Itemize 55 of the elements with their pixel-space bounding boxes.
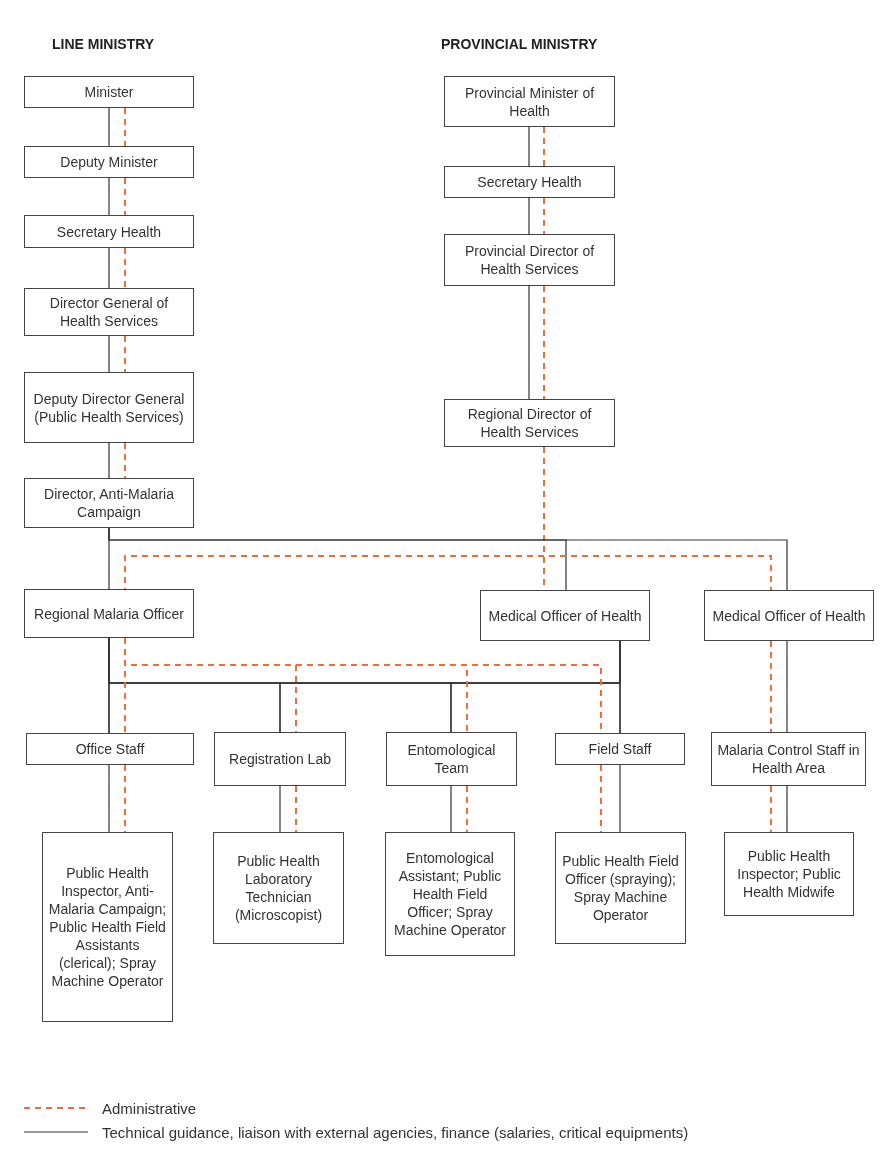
dashed-connector bbox=[124, 107, 126, 147]
dashed-connector bbox=[466, 785, 468, 833]
connector-line bbox=[108, 335, 110, 373]
connector-line bbox=[528, 126, 530, 167]
connector-line bbox=[108, 527, 788, 591]
connector-line bbox=[786, 785, 788, 833]
legend-text: Administrative bbox=[102, 1099, 197, 1119]
column-heading: PROVINCIAL MINISTRY bbox=[441, 35, 598, 54]
connector-line bbox=[528, 285, 530, 400]
position-box: Entomological Team bbox=[386, 732, 517, 786]
position-box: Malaria Control Staff in Health Area bbox=[711, 732, 866, 786]
position-box: Secretary Health bbox=[444, 166, 615, 198]
dashed-connector bbox=[295, 785, 297, 833]
position-box: Public Health Inspector; Public Health Midwife bbox=[724, 832, 854, 916]
position-box: Public Health Inspector, Anti-Malaria Campaign; Public Health Field Assistants (clerical); Spray Machine Operator bbox=[42, 832, 173, 1022]
dashed-connector bbox=[124, 442, 126, 479]
connector-line bbox=[279, 785, 281, 833]
position-box: Director, Anti-Malaria Campaign bbox=[24, 478, 194, 528]
connector-line bbox=[619, 764, 621, 833]
column-heading: LINE MINISTRY bbox=[52, 35, 155, 54]
position-box: Regional Malaria Officer bbox=[24, 589, 194, 638]
position-box: Provincial Director of Health Services bbox=[444, 234, 615, 286]
connector-line bbox=[108, 247, 110, 289]
connector-line bbox=[450, 785, 452, 833]
position-box: Regional Director of Health Services bbox=[444, 399, 615, 447]
position-box: Deputy Minister bbox=[24, 146, 194, 178]
position-box: Provincial Minister of Health bbox=[444, 76, 615, 127]
connector-line bbox=[619, 640, 621, 734]
connector-line bbox=[528, 197, 530, 235]
position-box: Field Staff bbox=[555, 733, 685, 765]
position-box: Office Staff bbox=[26, 733, 194, 765]
position-box: Entomological Assistant; Public Health Field Officer; Spray Machine Operator bbox=[385, 832, 515, 956]
dashed-connector bbox=[543, 126, 545, 167]
dashed-connector bbox=[770, 785, 772, 833]
legend-text: Technical guidance, liaison with external agencies, finance (salaries, critical equipments) bbox=[102, 1123, 689, 1143]
position-box: Director General of Health Services bbox=[24, 288, 194, 336]
connector-line bbox=[108, 177, 110, 216]
connector-line bbox=[108, 764, 110, 833]
position-box: Deputy Director General (Public Health Services) bbox=[24, 372, 194, 443]
position-box: Medical Officer of Health bbox=[704, 590, 874, 641]
connector-line bbox=[786, 640, 788, 733]
position-box: Secretary Health bbox=[24, 215, 194, 248]
position-box: Registration Lab bbox=[214, 732, 346, 786]
connector-line bbox=[108, 442, 110, 479]
dashed-connector bbox=[124, 247, 126, 289]
dashed-connector bbox=[124, 335, 126, 373]
dashed-connector bbox=[124, 177, 126, 216]
position-box: Medical Officer of Health bbox=[480, 590, 650, 641]
position-box: Public Health Laboratory Technician (Microscopist) bbox=[213, 832, 344, 944]
dashed-connector bbox=[543, 197, 545, 235]
position-box: Minister bbox=[24, 76, 194, 108]
connector-line bbox=[108, 107, 110, 147]
position-box: Public Health Field Officer (spraying); Spray Machine Operator bbox=[555, 832, 686, 944]
dashed-connector bbox=[770, 640, 772, 733]
dashed-connector bbox=[543, 285, 545, 400]
